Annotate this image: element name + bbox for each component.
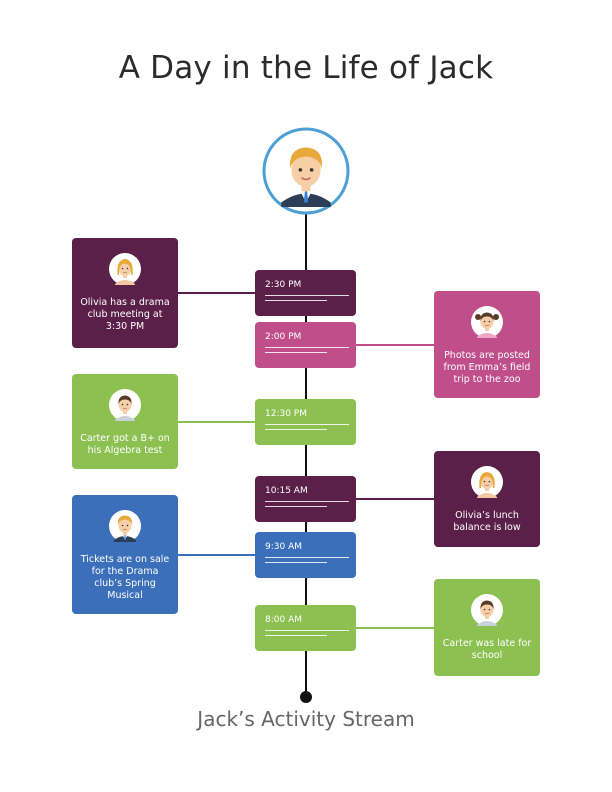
time-label: 10:15 AM bbox=[265, 486, 308, 496]
placeholder-line bbox=[265, 295, 349, 296]
man-avatar-icon bbox=[281, 147, 331, 207]
placeholder-line bbox=[265, 562, 327, 563]
placeholder-line bbox=[265, 557, 349, 558]
time-box[interactable]: 2:00 PM bbox=[255, 322, 356, 368]
placeholder-line bbox=[265, 300, 327, 301]
man-avatar-icon bbox=[109, 510, 141, 542]
placeholder-line bbox=[265, 424, 349, 425]
page-title: A Day in the Life of Jack bbox=[118, 50, 494, 86]
event-card[interactable]: Olivia’s lunch balance is low bbox=[434, 451, 540, 547]
time-label: 8:00 AM bbox=[265, 615, 302, 625]
event-card[interactable]: Carter got a B+ on his Algebra test bbox=[72, 374, 178, 469]
main-avatar bbox=[262, 127, 350, 215]
time-box[interactable]: 12:30 PM bbox=[255, 399, 356, 445]
event-text: Carter was late for school bbox=[442, 638, 532, 661]
boy-avatar-icon bbox=[471, 594, 503, 626]
event-card[interactable]: Tickets are on sale for the Drama club’s… bbox=[72, 495, 178, 614]
event-card[interactable]: Olivia has a drama club meeting at 3:30 … bbox=[72, 238, 178, 348]
time-box[interactable]: 8:00 AM bbox=[255, 605, 356, 651]
placeholder-line bbox=[265, 501, 349, 502]
placeholder-line bbox=[265, 635, 327, 636]
time-box[interactable]: 2:30 PM bbox=[255, 270, 356, 316]
placeholder-line bbox=[265, 506, 327, 507]
event-text: Olivia’s lunch balance is low bbox=[453, 510, 521, 533]
time-label: 12:30 PM bbox=[265, 409, 307, 419]
connector-lines bbox=[178, 292, 435, 629]
event-text: Photos are posted from Emma’s field trip… bbox=[443, 350, 531, 385]
placeholder-line bbox=[265, 347, 349, 348]
event-text: Olivia has a drama club meeting at 3:30 … bbox=[80, 297, 170, 332]
event-text: Carter got a B+ on his Algebra test bbox=[80, 433, 170, 456]
event-card[interactable]: Photos are posted from Emma’s field trip… bbox=[434, 291, 540, 398]
time-box[interactable]: 9:30 AM bbox=[255, 532, 356, 578]
girl-pigtails-avatar-icon bbox=[471, 306, 503, 338]
placeholder-line bbox=[265, 630, 349, 631]
placeholder-line bbox=[265, 352, 327, 353]
footer-title: Jack’s Activity Stream bbox=[197, 707, 415, 731]
boy-avatar-icon bbox=[109, 389, 141, 421]
girl-avatar-icon bbox=[471, 466, 503, 498]
time-box[interactable]: 10:15 AM bbox=[255, 476, 356, 522]
time-label: 9:30 AM bbox=[265, 542, 302, 552]
placeholder-line bbox=[265, 429, 327, 430]
time-label: 2:00 PM bbox=[265, 332, 302, 342]
event-text: Tickets are on sale for the Drama club’s… bbox=[80, 554, 170, 601]
girl-avatar-icon bbox=[109, 253, 141, 285]
event-card[interactable]: Carter was late for school bbox=[434, 579, 540, 676]
time-label: 2:30 PM bbox=[265, 280, 302, 290]
timeline-end-dot bbox=[300, 691, 312, 703]
